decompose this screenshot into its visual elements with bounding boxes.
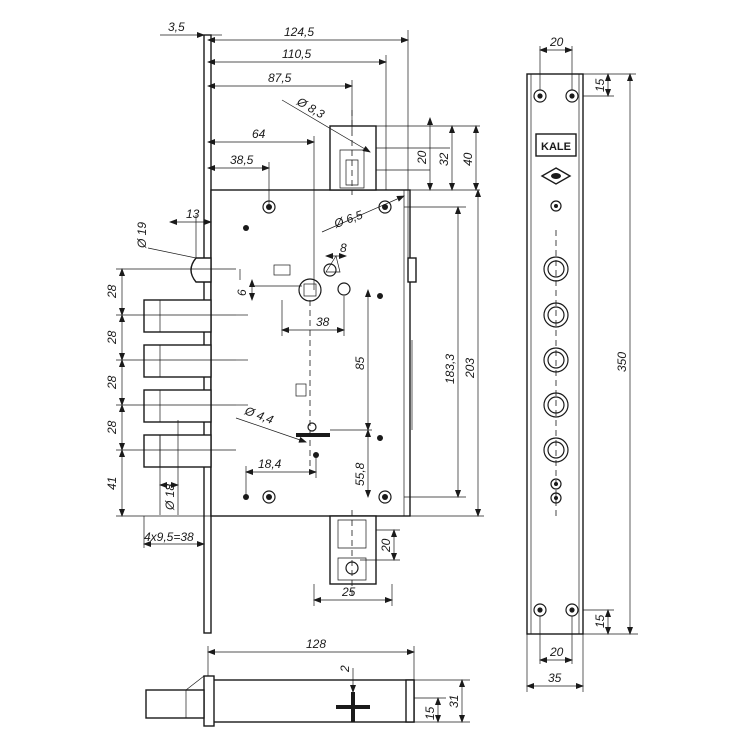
dim-13: 13 (186, 207, 200, 221)
faceplate-dimensions: 20 15 350 15 20 35 (526, 35, 638, 692)
dim-110-5: 110,5 (282, 47, 311, 61)
dim-fp-15-top: 15 (593, 78, 607, 92)
deadbolt-3 (143, 389, 212, 423)
dim-31: 31 (447, 695, 461, 708)
deadbolt-1 (143, 299, 212, 333)
dim-dia-8-3: Ø 8,3 (294, 94, 328, 121)
bottom-case (207, 679, 415, 723)
spindle-follower (298, 278, 322, 302)
dim-40: 40 (461, 152, 475, 166)
dim-25: 25 (341, 585, 356, 599)
bottom-view-dimensions: 128 2 15 31 (207, 637, 470, 723)
faceplate-view: KALE (526, 73, 584, 635)
dim-dia-19: Ø 19 (135, 222, 149, 249)
dim-38-5: 38,5 (230, 153, 254, 167)
case-tab (407, 257, 417, 283)
dim-55-8: 55,8 (353, 462, 367, 486)
dim-3-5: 3,5 (168, 20, 185, 34)
deadbolt-group (143, 299, 212, 515)
dim-87-5: 87,5 (268, 71, 292, 85)
lock-body-view (143, 34, 417, 634)
dim-38: 38 (316, 315, 330, 329)
dim-2: 2 (338, 665, 352, 673)
dim-6: 6 (235, 289, 249, 296)
kale-logo: KALE (535, 133, 577, 157)
dim-35: 35 (548, 671, 562, 685)
dim-pitch-28-2: 28 (105, 330, 119, 345)
lock-case (210, 189, 411, 517)
deadbolt-4 (143, 434, 212, 468)
latch-bolt (190, 257, 212, 283)
dim-8: 8 (340, 241, 347, 255)
top-bolt-plate (329, 125, 377, 191)
dim-fp-20-top: 20 (549, 35, 564, 49)
dim-124-5: 124,5 (284, 25, 314, 39)
dim-fp-20-bottom: 20 (549, 645, 564, 659)
dim-15-bottom-view: 15 (423, 706, 437, 720)
svg-text:KALE: KALE (541, 141, 571, 153)
dim-18-4: 18,4 (258, 457, 282, 471)
dim-350: 350 (615, 352, 629, 372)
bottom-view (145, 675, 415, 727)
dim-41: 41 (105, 477, 119, 490)
bottom-deadbolt (145, 689, 205, 719)
dim-20-top: 20 (415, 150, 429, 165)
dim-pitch-28-3: 28 (105, 375, 119, 390)
dim-20-bottom: 20 (379, 538, 393, 553)
dim-32: 32 (437, 152, 451, 166)
dim-dia-18: Ø 18 (163, 484, 177, 511)
dim-pitch-28-4: 28 (105, 420, 119, 435)
forend-strip (203, 34, 212, 634)
diamond-emblem-icon (540, 167, 572, 185)
dim-4x9-5: 4x9,5=38 (144, 530, 194, 544)
dim-203: 203 (463, 358, 477, 379)
deadbolt-2 (143, 344, 212, 378)
dim-64: 64 (252, 127, 266, 141)
dim-183-3: 183,3 (443, 354, 457, 384)
dim-85: 85 (353, 356, 367, 370)
dim-fp-15-bottom: 15 (593, 614, 607, 628)
dim-pitch-28-1: 28 (105, 284, 119, 299)
dim-128: 128 (306, 637, 326, 651)
